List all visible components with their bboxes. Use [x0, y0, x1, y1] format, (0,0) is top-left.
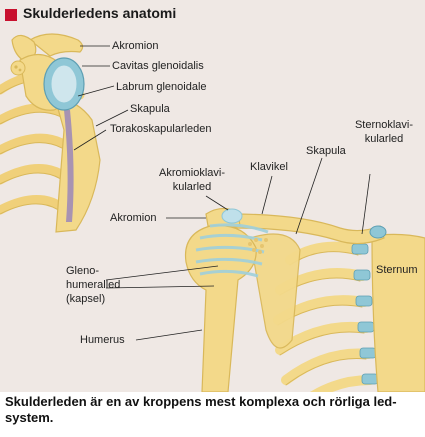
label-glenohumeralled: Gleno- humeralled (kapsel): [66, 265, 121, 305]
clavicle-bone: [231, 213, 385, 245]
leader-lines-top: [73, 45, 129, 151]
labrum-center: [50, 64, 78, 104]
acromion-top-bone: [28, 33, 84, 57]
illustration-panel: Skulderledens anatomi Akromion Cavitas g…: [0, 0, 425, 392]
label-akromioklavikularled: Akromioklavi- kularled: [158, 167, 225, 193]
leader-lines-right: [105, 157, 371, 341]
label-skapula-bottom: Skapula: [306, 145, 346, 157]
label-torakoskapularleden: Torakoskapularleden: [110, 123, 212, 135]
sternoclavicular-joint: [369, 225, 387, 239]
figure-caption: Skulderleden är en av kroppens mest komp…: [5, 394, 397, 425]
label-sternum: Sternum: [376, 264, 418, 276]
scapula-detail-view: [0, 33, 101, 233]
scapula-blade: [54, 97, 101, 233]
scapula-bone: [249, 233, 301, 349]
label-humerus: Humerus: [80, 334, 125, 346]
label-cavitas-glenoidalis: Cavitas glenoidalis: [112, 60, 204, 72]
sternum-bone: [371, 233, 425, 392]
label-klavikel: Klavikel: [250, 161, 288, 173]
shoulder-full-view: [184, 207, 425, 392]
ac-joint: [221, 208, 243, 224]
torakoskapular-strip: [64, 110, 74, 222]
label-akromion-top: Akromion: [112, 40, 159, 52]
label-akromion-bottom: Akromion: [110, 212, 157, 224]
shoulder-anatomy-illustration: [0, 33, 425, 392]
label-labrum-glenoidale: Labrum glenoidale: [116, 81, 207, 93]
label-sternoklavikularled: Sternoklavi- kularled: [354, 119, 414, 145]
page-title: Skulderledens anatomi: [23, 5, 177, 21]
title-marker: [5, 9, 17, 21]
label-skapula-top: Skapula: [130, 103, 170, 115]
